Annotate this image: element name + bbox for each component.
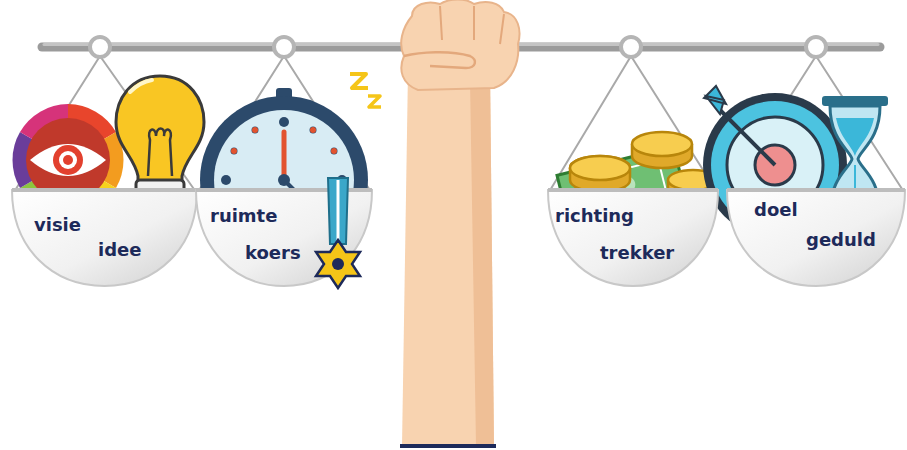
pan-label: ruimte <box>210 206 277 226</box>
pan-label: idee <box>98 240 141 260</box>
scale-pan: visie idee <box>12 188 197 286</box>
lightbulb-icon <box>116 76 204 202</box>
raised-fist <box>400 0 519 446</box>
pan-shape <box>727 190 905 286</box>
pan-label: koers <box>245 243 301 263</box>
pan-label: visie <box>34 215 81 235</box>
pan-bowl <box>12 188 197 286</box>
pan-rim <box>12 188 197 192</box>
pan-rim <box>196 188 372 192</box>
pan-label: richting <box>555 206 634 226</box>
pan-rim <box>727 188 905 192</box>
pan-label: doel <box>754 200 798 220</box>
scale-pan: richting trekker <box>548 188 718 286</box>
pan-label: trekker <box>600 243 674 263</box>
pan-rim <box>548 188 718 192</box>
scale-pan: doel geduld <box>727 188 905 286</box>
pan-label: geduld <box>806 230 876 250</box>
pan-shape <box>196 190 372 286</box>
pan-shape <box>12 190 197 286</box>
pan-shape <box>548 190 718 286</box>
pan-bowl <box>548 188 718 286</box>
